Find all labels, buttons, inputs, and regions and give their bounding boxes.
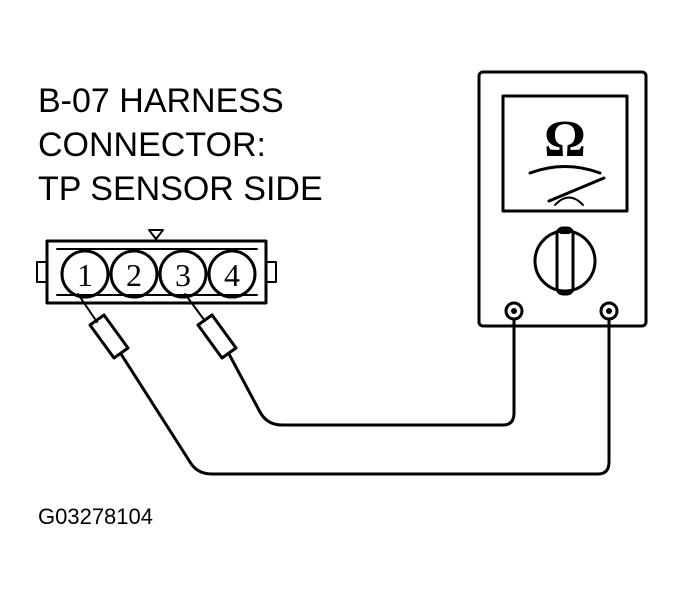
test-lead-pin-3-to-meter [227, 318, 516, 427]
pin-2-terminal [109, 249, 159, 299]
ohm-symbol: Ω [544, 111, 586, 168]
probe-1-handle [88, 313, 130, 360]
meter-needle-pivot [554, 196, 584, 206]
title-line-2: CONNECTOR: [38, 126, 266, 164]
pin-4-terminal [207, 249, 257, 299]
meter-jack-right [599, 301, 619, 321]
probe-1-tip [77, 293, 98, 323]
meter-jack-left-hole [511, 308, 517, 314]
pin-1-terminal [60, 249, 110, 299]
selector-knob [555, 226, 575, 296]
meter-jack-right-hole [606, 308, 612, 314]
connector-right-tab [265, 261, 277, 283]
title-line-1: B-07 HARNESS [38, 82, 284, 120]
meter-scale-arc [528, 165, 602, 175]
meter-needle [547, 176, 606, 203]
title-line-3: TP SENSOR SIDE [38, 170, 323, 208]
probe-2-handle [196, 313, 238, 360]
pin-4-label: 4 [224, 257, 240, 293]
test-lead-pin-1-to-meter [119, 318, 611, 476]
probe-2-tip [184, 293, 206, 322]
harness-connector: 1 2 3 4 [36, 229, 277, 305]
figure-id: G03278104 [38, 504, 153, 529]
meter-display-window [501, 94, 629, 213]
pin-3-label: 3 [175, 257, 191, 293]
connector-left-tab [36, 261, 48, 283]
pin-2-label: 2 [126, 257, 142, 293]
pin-1-label: 1 [77, 257, 93, 293]
selector-dial [533, 229, 597, 293]
meter-body [477, 70, 648, 328]
test-probe-pin-1 [77, 293, 130, 360]
connector-key-marker [148, 229, 164, 240]
test-probe-pin-3 [184, 293, 238, 360]
ohmmeter: Ω [477, 70, 648, 328]
pin-3-terminal [158, 249, 208, 299]
meter-jack-left [504, 301, 524, 321]
